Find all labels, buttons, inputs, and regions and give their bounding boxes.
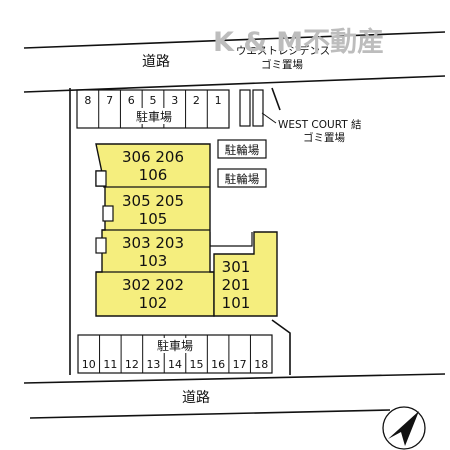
unit-row4-upper: 302 202 (122, 276, 184, 294)
parking-top-slot-number: 7 (106, 94, 113, 107)
road-bottom-label: 道路 (182, 390, 210, 406)
road-top-edge-upper (23, 31, 446, 49)
garbage-westresidence-line2: ゴミ置場 (261, 58, 303, 71)
unit-side-301: 301 (222, 258, 251, 276)
building-main: 306 206 106 305 205 105 303 203 103 302 … (95, 143, 215, 317)
road-bottom-edge-upper (23, 373, 446, 384)
parking-bottom-label: 駐車場 (157, 338, 193, 353)
building-side: 301 201 101 (213, 231, 278, 317)
garbage-westresidence-line1: ウエストレジデンス (236, 44, 330, 57)
parking-top-slot-number: 8 (84, 94, 91, 107)
parking-bottom-slot-number: 10 (82, 358, 96, 371)
unit-row4-lower: 102 (139, 294, 168, 312)
parking-bottom: 10 11 12 13 14 15 16 17 18 駐車場 (77, 334, 273, 374)
parking-top-slot-number: 2 (193, 94, 200, 107)
building-main-notch-low (95, 237, 107, 254)
site-boundary-right (271, 87, 281, 111)
parking-bottom-slot-number: 16 (211, 358, 225, 371)
parking-bottom-slot-number: 14 (168, 358, 182, 371)
road-top-edge-lower (23, 75, 446, 93)
garbage-box-right (252, 89, 264, 127)
building-main-notch-top (95, 170, 107, 187)
bike-parking-label-2: 駐輪場 (225, 172, 260, 186)
garbage-leader-line (261, 112, 277, 124)
parking-top-slot-number: 6 (128, 94, 135, 107)
unit-row1-lower: 106 (139, 166, 168, 184)
parking-top: 8 7 6 5 3 2 1 駐車場 (76, 89, 230, 129)
parking-bottom-slot-number: 11 (103, 358, 117, 371)
unit-row3-lower: 103 (139, 252, 168, 270)
parking-top-slot-number: 1 (215, 94, 222, 107)
building-main-notch-mid (102, 205, 114, 222)
unit-row2-upper: 305 205 (122, 192, 184, 210)
parking-bottom-slot-number: 17 (233, 358, 247, 371)
parking-bottom-slot-number: 18 (254, 358, 268, 371)
bike-parking-label-1: 駐輪場 (225, 143, 260, 157)
site-boundary-bottom-right (271, 319, 291, 375)
unit-row3-upper: 303 203 (122, 234, 184, 252)
parking-top-slot-number: 3 (171, 94, 178, 107)
parking-bottom-slot-number: 13 (146, 358, 160, 371)
unit-row2-lower: 105 (139, 210, 168, 228)
parking-bottom-frame (77, 334, 273, 374)
unit-side-201: 201 (222, 276, 251, 294)
parking-top-label: 駐車場 (136, 109, 172, 124)
unit-side-101: 101 (222, 294, 251, 312)
bike-parking-box-1 (217, 139, 267, 159)
garbage-box-left (239, 89, 251, 127)
compass-needle (388, 411, 419, 446)
road-top-label: 道路 (142, 54, 170, 70)
parking-bottom-label-bg (150, 338, 200, 353)
building-side-shape (213, 231, 278, 317)
watermark-text: K & M不動産 (213, 26, 384, 58)
unit-row1-upper: 306 206 (122, 148, 184, 166)
building-connector (209, 232, 253, 247)
parking-top-label-bg (130, 108, 178, 124)
north-arrow-icon (382, 406, 426, 450)
road-bottom-edge-lower (29, 409, 391, 419)
bike-parking-box-2 (217, 168, 267, 188)
parking-bottom-slot-number: 12 (125, 358, 139, 371)
parking-top-slot-number: 5 (150, 94, 157, 107)
garbage-westcourt-line2: ゴミ置場 (303, 131, 345, 144)
parking-top-frame (76, 89, 230, 129)
parking-bottom-slot-number: 15 (190, 358, 204, 371)
garbage-westcourt-line1: WEST COURT 結 (278, 118, 362, 131)
